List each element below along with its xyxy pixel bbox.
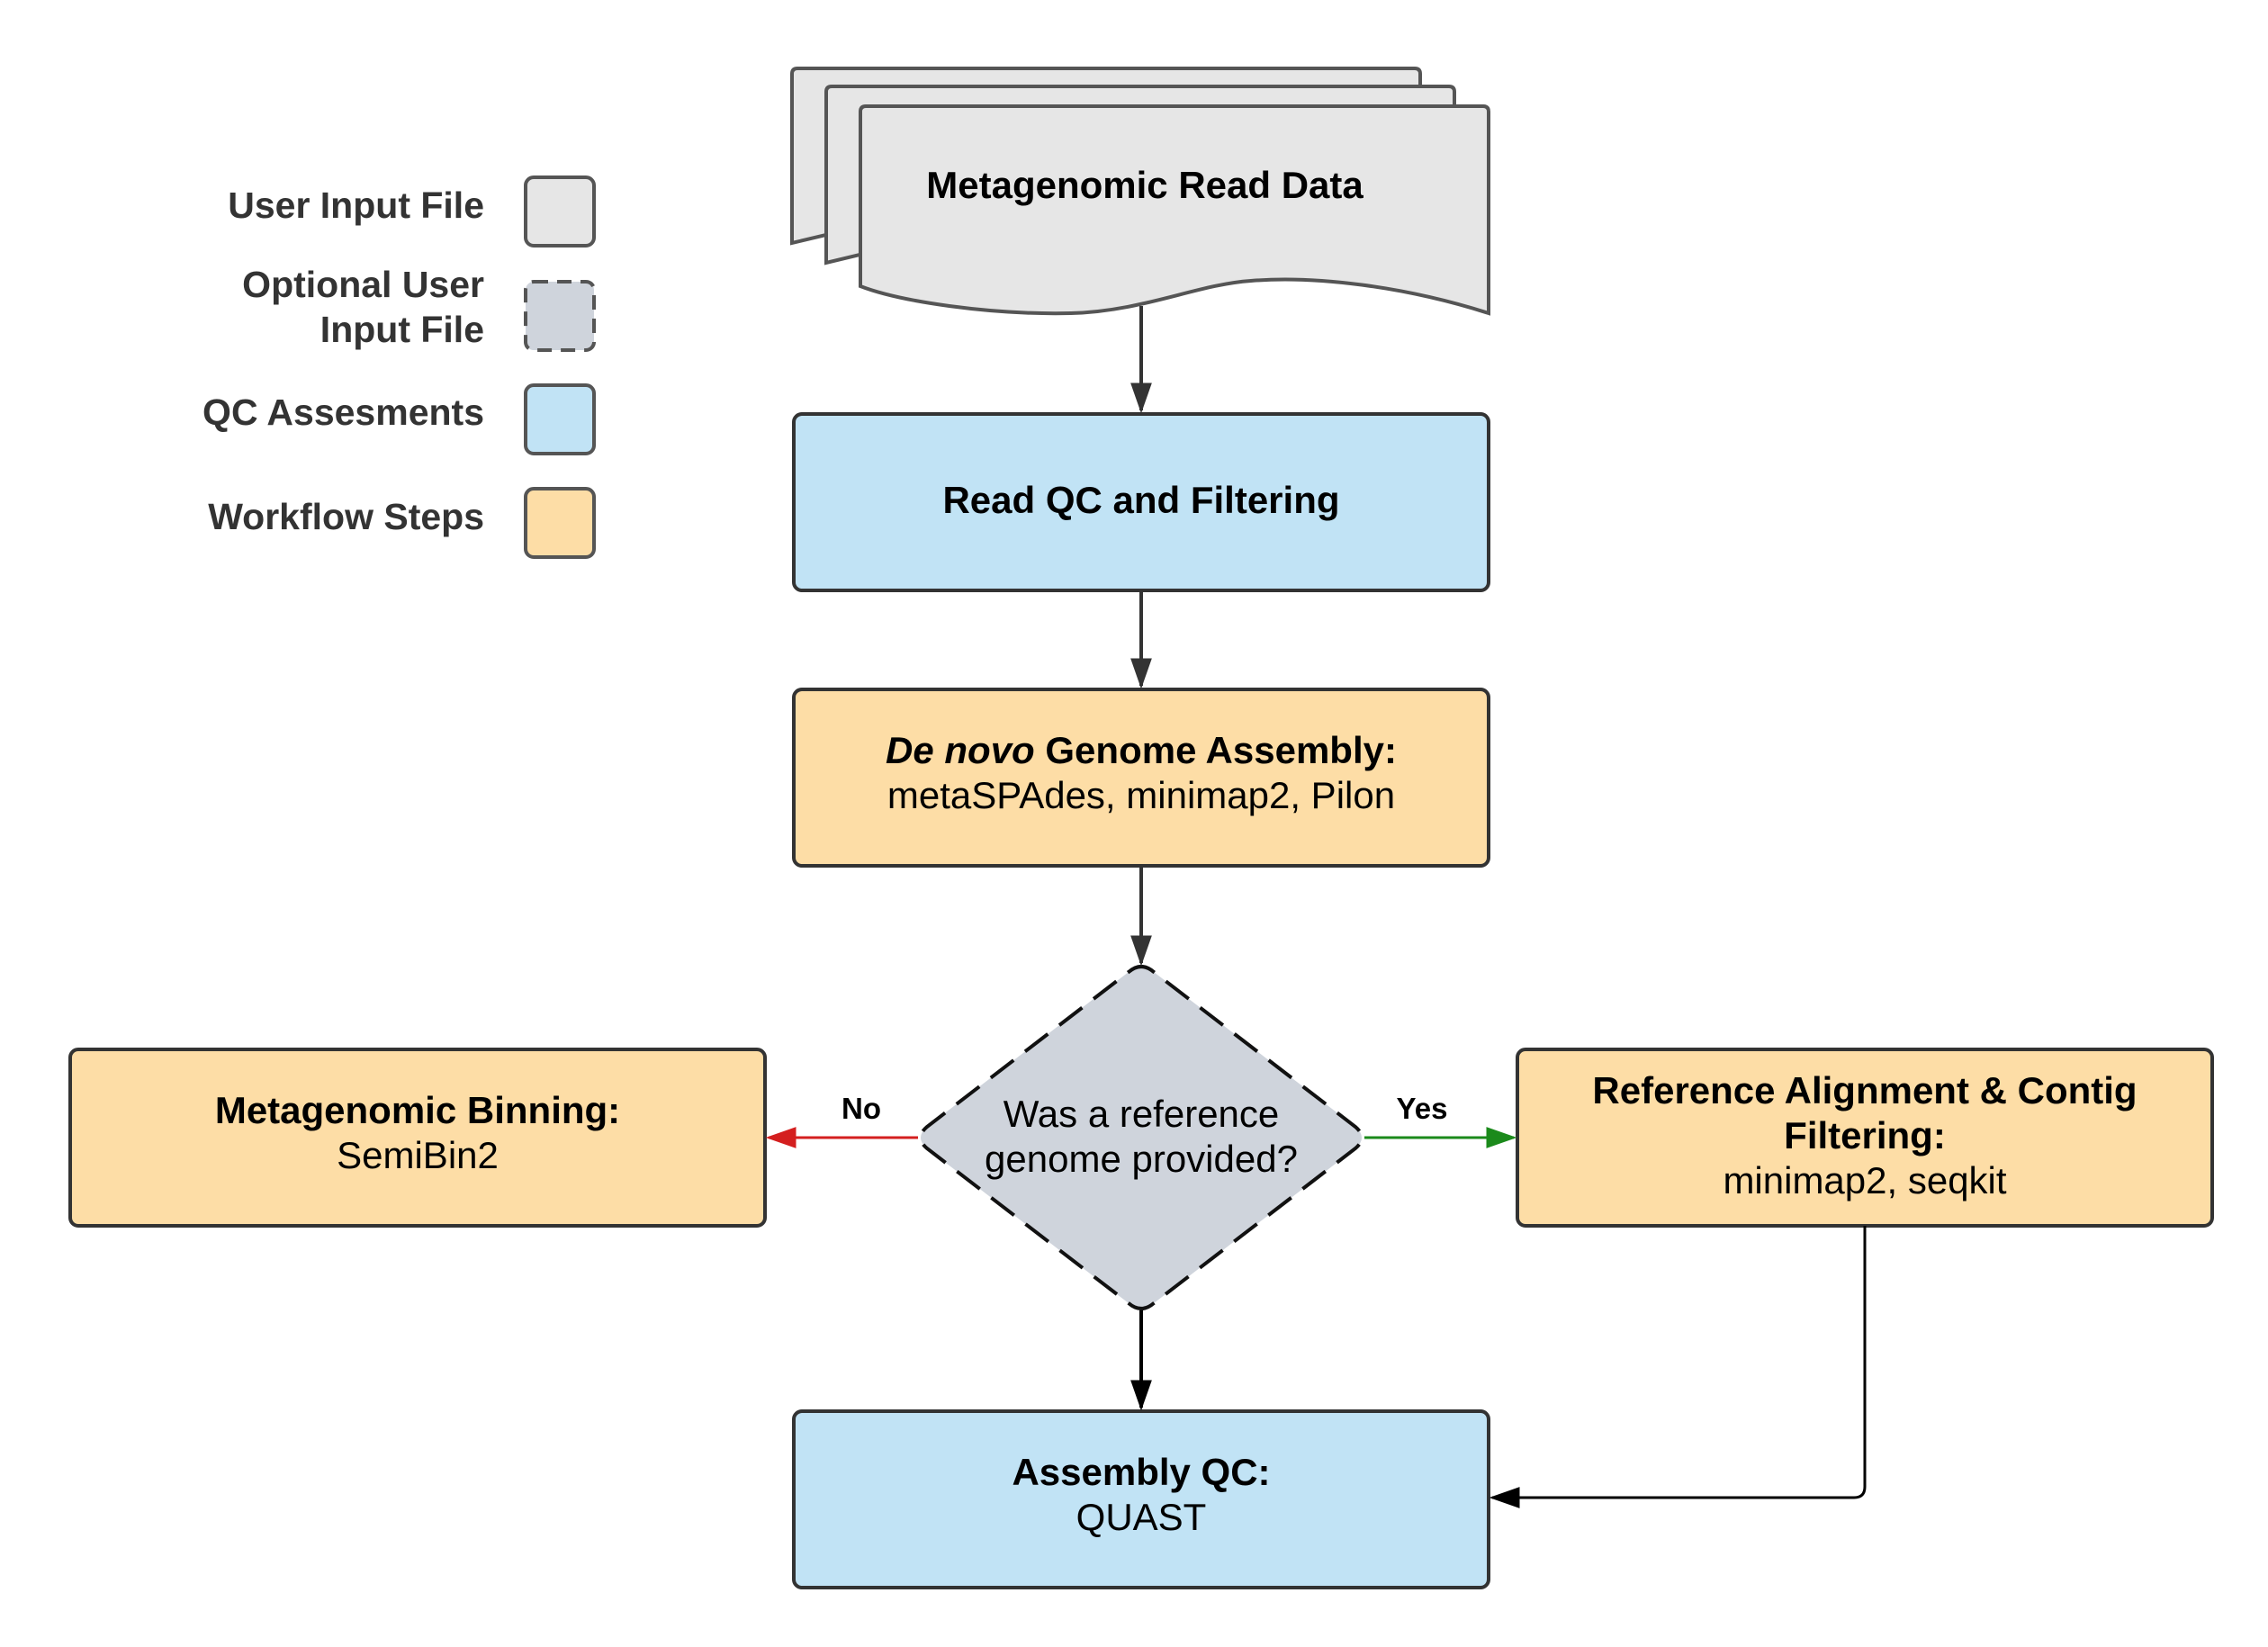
binning-tools: SemiBin2 [337,1134,499,1176]
assembly-qc-box [792,1409,1490,1589]
node-reference-alignment: Reference Alignment & Contig Filtering: … [1516,1048,2214,1228]
binning-title: Metagenomic Binning: [215,1089,620,1131]
decision-diamond [919,965,1364,1310]
legend-swatch-optional-input-file [524,280,596,352]
legend-swatch-qc-assessments [524,383,596,455]
decision-line2: genome provided? [985,1138,1298,1180]
legend-swatch-user-input-file [524,176,596,248]
assembly-title-rest: Genome Assembly: [1035,729,1397,771]
node-read-qc-filtering: Read QC and Filtering [792,412,1490,592]
document-stack-front [859,104,1490,316]
arrow-reference-alignment-to-assembly-qc [1489,1226,1867,1508]
legend-label-user-input-file: User Input File [228,184,484,226]
node-metagenomic-read-data: Metagenomic Read Data [790,67,1490,316]
edge-label-yes: Yes [1397,1092,1448,1125]
assembly-title-italic: De novo [886,729,1035,771]
legend: User Input File Optional User Input File… [202,176,596,559]
legend-swatch-workflow-steps [524,487,596,559]
assembly-title: De novo Genome Assembly: [886,729,1397,771]
node-assembly-qc: Assembly QC: QUAST [792,1409,1490,1589]
reference-alignment-title-line2: Filtering: [1784,1114,1946,1156]
edges: No Yes [765,306,1867,1508]
binning-box [68,1048,767,1228]
node-metagenomic-binning: Metagenomic Binning: SemiBin2 [68,1048,767,1228]
assembly-qc-tools: QUAST [1076,1496,1207,1538]
decision-line1: Was a reference [1004,1093,1280,1135]
legend-label-workflow-steps: Workflow Steps [208,496,484,537]
reference-alignment-title-line1: Reference Alignment & Contig [1592,1069,2137,1112]
node-reference-decision: Was a reference genome provided? [919,965,1364,1310]
read-data-title: Metagenomic Read Data [926,164,1364,206]
legend-label-optional-input-line1: Optional User [242,264,484,305]
assembly-qc-title: Assembly QC: [1012,1451,1270,1493]
assembly-tools: metaSPAdes, minimap2, Pilon [887,774,1395,816]
node-de-novo-assembly: De novo Genome Assembly: metaSPAdes, min… [792,688,1490,868]
legend-label-qc-assessments: QC Assesments [202,392,484,433]
legend-label-optional-input-line2: Input File [320,309,484,350]
edge-label-no: No [842,1092,881,1125]
reference-alignment-tools: minimap2, seqkit [1723,1159,2006,1202]
read-qc-title: Read QC and Filtering [942,479,1339,521]
